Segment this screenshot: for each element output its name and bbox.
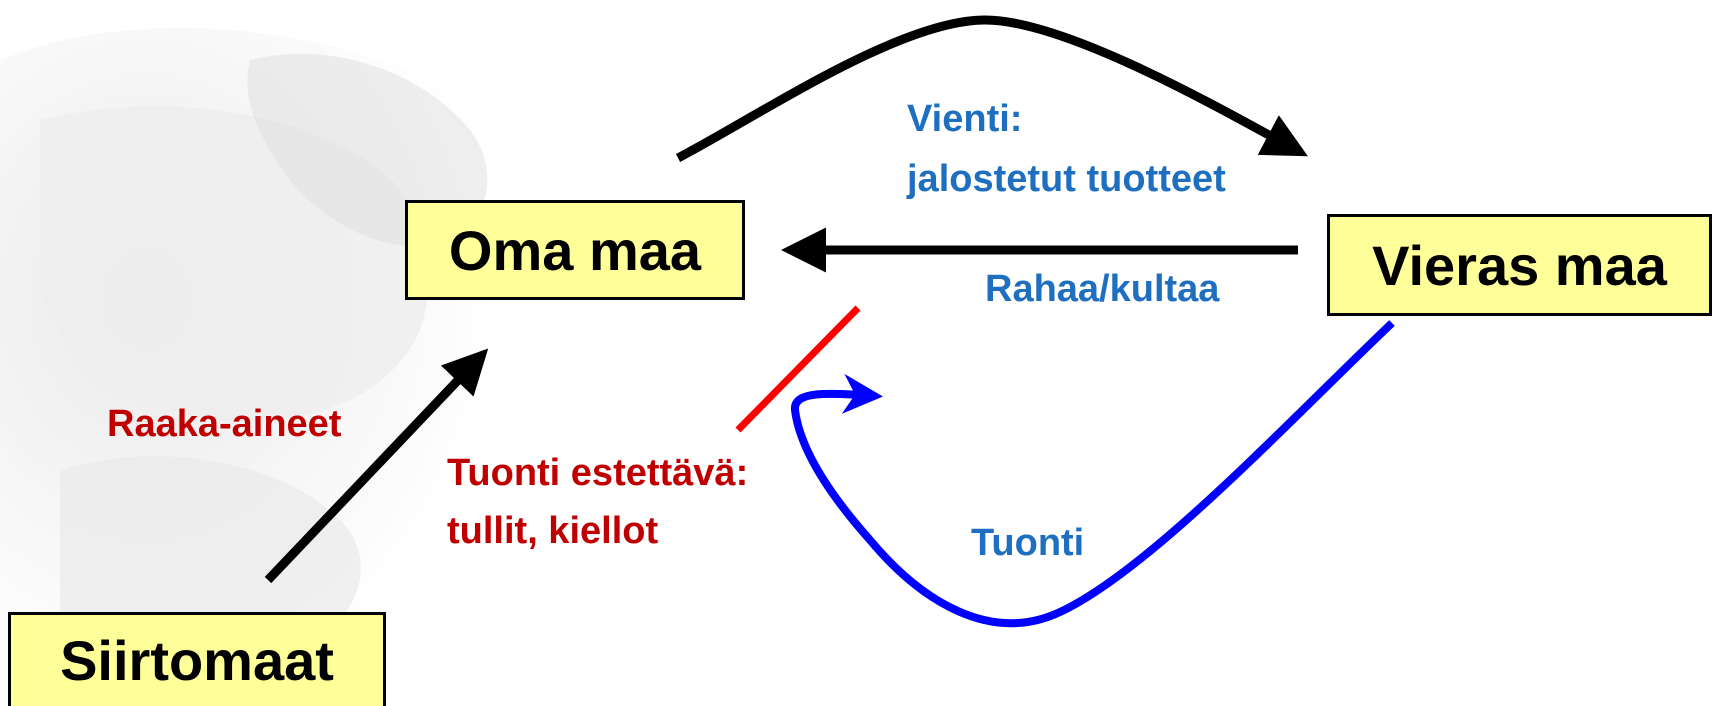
raw-materials-arrow — [264, 348, 489, 584]
tuonti-estettava-label-line1: Tuonti estettävä: — [447, 452, 749, 494]
vieras-maa-box: Vieras maa — [1327, 214, 1712, 316]
vienti-label-line2: jalostetut tuotteet — [907, 158, 1226, 200]
raaka-aineet-label: Raaka-aineet — [107, 403, 342, 445]
siirtomaat-box: Siirtomaat — [8, 612, 386, 706]
import-curve — [791, 320, 1395, 628]
oma-maa-label: Oma maa — [448, 218, 702, 282]
tuonti-estettava-label-line2: tullit, kiellot — [447, 510, 659, 552]
tuonti-label: Tuonti — [971, 522, 1085, 564]
import-barrier-line — [735, 305, 861, 433]
rahaa-label: Rahaa/kultaa — [985, 268, 1220, 310]
export-arrow — [675, 15, 1308, 162]
siirtomaat-label: Siirtomaat — [60, 629, 334, 692]
vienti-label-line1: Vienti: — [907, 98, 1023, 140]
vieras-maa-label: Vieras maa — [1372, 233, 1667, 297]
oma-maa-box: Oma maa — [405, 200, 745, 300]
